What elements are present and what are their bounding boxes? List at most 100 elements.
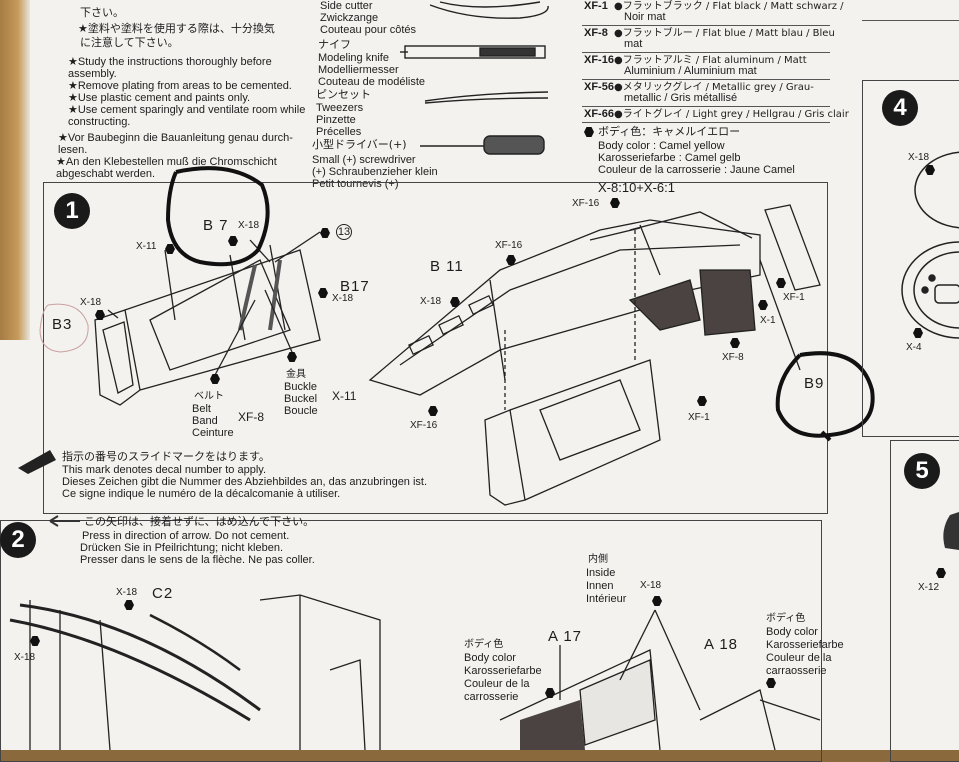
arrow-note-jp: この矢印は、接着せずに、はめ込んで下さい。 xyxy=(84,515,315,528)
part-a18-label: A 18 xyxy=(704,636,739,653)
bodycol-a-3: carrosserie xyxy=(464,691,519,703)
code-xf16c: XF-16 xyxy=(410,420,438,431)
step2-number: 2 xyxy=(0,522,36,558)
tool-cutter-2: Couteau pour côtés xyxy=(320,24,417,36)
s4-code-x4: X-4 xyxy=(906,342,922,353)
buckle-en: Buckle xyxy=(284,381,318,393)
bodycol-a-2: Couleur de la xyxy=(464,678,530,690)
part-b7-label: B 7 xyxy=(203,217,229,234)
paint-marker-icon xyxy=(913,328,923,338)
paint-marker-icon xyxy=(652,596,662,606)
paint-marker-icon xyxy=(610,198,620,208)
tool-tweezers-jp: ピンセット xyxy=(316,88,371,101)
paint-marker-icon xyxy=(697,396,707,406)
code-x11a: X-11 xyxy=(136,241,157,252)
body-color-marker-icon xyxy=(584,127,594,137)
belt-code: XF-8 xyxy=(238,410,265,424)
paint-marker-icon xyxy=(30,636,40,646)
tool-cutter-0: Side cutter xyxy=(320,0,373,12)
paint-marker-icon xyxy=(758,300,768,310)
decal-note-fr: Ce signe indique le numéro de la décalco… xyxy=(62,488,341,500)
paint-marker-icon xyxy=(936,568,946,578)
tool-screwdriver-1: (+) Schraubenzieher klein xyxy=(312,166,438,178)
paint-marker-icon xyxy=(428,406,438,416)
tool-screwdriver-0: Small (+) screwdriver xyxy=(312,154,416,166)
tool-tweezers-1: Pinzette xyxy=(316,114,356,126)
intro-de-0: ★Vor Baubeginn die Bauanleitung genau du… xyxy=(58,132,293,144)
part-b3-label: B3 xyxy=(52,316,73,333)
intro-en-0: ★Study the instructions thoroughly befor… xyxy=(68,56,272,68)
body-color-mix: X-8:10+X-6:1 xyxy=(598,180,675,195)
paint-name-1: ●フラットブルー / Flat blue / Matt blau / Bleu xyxy=(614,28,835,39)
paint-rule-2 xyxy=(582,79,830,80)
tool-knife-0: Modeling knife xyxy=(318,52,389,64)
code-xf16a: XF-16 xyxy=(495,240,523,251)
body-color-jp: ボディ色：キャメルイエロー xyxy=(598,125,741,138)
inside-en: Inside xyxy=(586,567,616,579)
bodycol-a-0: Body color xyxy=(464,652,516,664)
bodycol-b-3: carraosserie xyxy=(766,665,827,677)
paint-marker-icon xyxy=(545,688,555,698)
paint-marker-icon xyxy=(95,310,105,320)
intro-jp-0: 下さい。 xyxy=(80,6,124,19)
paint-name2-2: Aluminium / Aluminium mat xyxy=(624,65,757,77)
paint-marker-icon xyxy=(165,244,175,254)
step1-number: 1 xyxy=(54,193,90,229)
bodycol-b-jp: ボディ色 xyxy=(766,613,806,624)
paint-marker-icon xyxy=(210,374,220,384)
intro-de-1: lesen. xyxy=(58,144,88,156)
inside-fr: Intérieur xyxy=(586,593,627,605)
step5-number: 5 xyxy=(904,453,940,489)
bodycol-b-1: Karosseriefarbe xyxy=(766,639,844,651)
tool-knife-2: Couteau de modéliste xyxy=(318,76,426,88)
decal-note-jp: 指示の番号のスライドマークをはります。 xyxy=(62,450,270,463)
belt-fr: Ceinture xyxy=(192,427,234,439)
belt-jp: ベルト xyxy=(194,391,224,402)
buckle-de: Buckel xyxy=(284,393,318,405)
code-x18d: X-18 xyxy=(420,296,442,307)
paint-code-2: XF-16 xyxy=(584,54,614,66)
bodycol-b-2: Couleur de la xyxy=(766,652,832,664)
decal-note-en: This mark denotes decal number to apply. xyxy=(62,464,267,476)
paint-name2-1: mat xyxy=(624,38,643,50)
s2-code-x18b: X-18 xyxy=(14,652,36,663)
s2-code-x18a: X-18 xyxy=(116,587,138,598)
code-xf1b: XF-1 xyxy=(688,412,710,423)
paint-marker-icon xyxy=(776,278,786,288)
tool-screwdriver-2: Petit tournevis (+) xyxy=(312,178,399,190)
code-xf8: XF-8 xyxy=(722,352,744,363)
decal-note-de: Dieses Zeichen gibt die Nummer des Abzie… xyxy=(62,476,428,488)
part-b11-label: B 11 xyxy=(430,258,464,275)
code-x1: X-1 xyxy=(760,315,776,326)
intro-en-2: ★Remove plating from areas to be cemente… xyxy=(68,80,292,92)
paint-name-3: ●メタリックグレイ / Metallic grey / Grau- xyxy=(614,82,814,93)
paint-marker-icon xyxy=(766,678,776,688)
paint-marker-icon xyxy=(124,600,134,610)
s5-code-x12: X-12 xyxy=(918,582,940,593)
tool-cutter-1: Zwickzange xyxy=(320,12,379,24)
paint-name-4: ●ライトグレイ / Light grey / Hellgrau / Gris c… xyxy=(614,109,849,120)
decal-mark-icon xyxy=(320,228,330,238)
step4-number: 4 xyxy=(882,90,918,126)
paint-code-1: XF-8 xyxy=(584,27,608,39)
part-b17-label: B17 xyxy=(340,278,370,295)
code-x18c: X-18 xyxy=(332,293,354,304)
tool-tweezers-0: Tweezers xyxy=(316,102,364,114)
buckle-fr: Boucle xyxy=(284,405,318,417)
paint-name2-0: Noir mat xyxy=(624,11,666,23)
paint-rule-4 xyxy=(582,122,830,123)
part-a17-label: A 17 xyxy=(548,628,583,645)
paint-marker-icon xyxy=(287,352,297,362)
paint-rule-1 xyxy=(582,52,830,53)
arrow-note-fr: Presser dans le sens de la flèche. Ne pa… xyxy=(80,554,315,566)
intro-jp-1: ★塗料や塗料を使用する際は、十分換気 xyxy=(78,22,275,35)
intro-en-5: constructing. xyxy=(68,116,131,128)
right-top-rule xyxy=(862,20,959,21)
body-color-fr: Couleur de la carrosserie : Jaune Camel xyxy=(598,164,795,176)
paint-rule-3 xyxy=(582,106,830,107)
